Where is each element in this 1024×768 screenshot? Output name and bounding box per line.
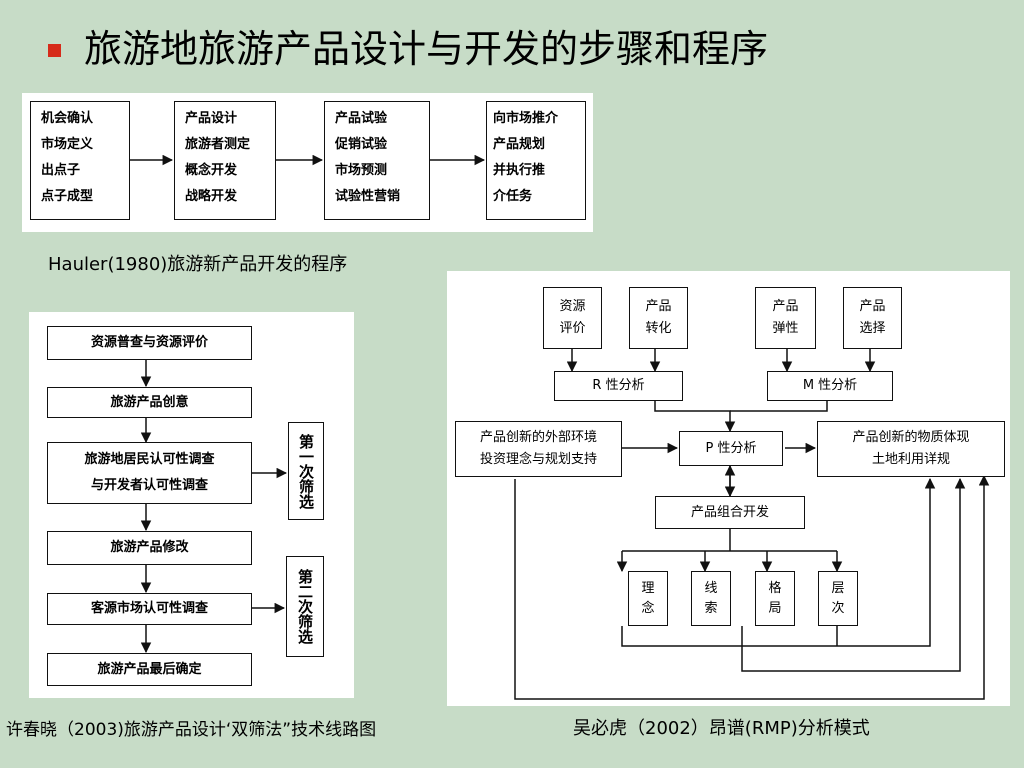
- rmp-top-select-line1: 产品: [859, 299, 886, 314]
- hauler-box-3: 产品试验促销试验市场预测试验性营销: [324, 101, 430, 220]
- rmp-bottom-pattern-1: 格: [768, 580, 782, 596]
- rmp-p-analysis: P 性分析: [679, 431, 783, 466]
- rmp-bottom-level-1: 层: [831, 580, 845, 596]
- rmp-diagram: 资源评价 产品转化 产品弹性 产品选择 R 性分析 M 性分析 产品创新的外部环…: [447, 271, 1010, 706]
- xu-step-market: 客源市场认可性调查: [47, 593, 252, 625]
- xu-arrows: [140, 360, 288, 654]
- rmp-bottom-clue: 线索: [691, 571, 731, 626]
- xu-screen-2-label: 第二次筛选: [296, 569, 314, 644]
- xu-screen-2: 第二次筛选: [286, 556, 324, 657]
- xu-survey-line2: 与开发者认可性调查: [90, 478, 208, 493]
- rmp-bottom-concept-2: 念: [641, 600, 655, 616]
- rmp-left-environment: 产品创新的外部环境投资理念与规划支持: [455, 421, 622, 477]
- rmp-m-analysis: M 性分析: [767, 371, 893, 401]
- xu-survey-line1: 旅游地居民认可性调查: [84, 452, 215, 467]
- rmp-bottom-concept: 理念: [628, 571, 668, 626]
- rmp-bottom-pattern: 格局: [755, 571, 795, 626]
- title-bullet: [48, 44, 61, 57]
- rmp-right-line1: 产品创新的物质体现: [852, 430, 970, 445]
- rmp-top-elastic: 产品弹性: [755, 287, 816, 349]
- rmp-bottom-pattern-2: 局: [768, 600, 782, 616]
- rmp-r-analysis: R 性分析: [554, 371, 683, 401]
- rmp-bottom-clue-1: 线: [704, 580, 718, 596]
- rmp-caption: 吴必虎（2002）昂谱(RMP)分析模式: [573, 718, 870, 739]
- xu-step-survey: 旅游地居民认可性调查 与开发者认可性调查: [47, 442, 252, 504]
- rmp-arrows: [514, 349, 990, 700]
- hauler-box-1: 机会确认市场定义出点子点子成型: [30, 101, 130, 220]
- xu-screen-1: 第一次筛选: [288, 422, 324, 520]
- rmp-top-elastic-line2: 弹性: [772, 321, 799, 336]
- xu-step-resource: 资源普查与资源评价: [47, 326, 252, 360]
- hauler-caption: Hauler(1980)旅游新产品开发的程序: [48, 254, 348, 275]
- rmp-bottom-clue-2: 索: [704, 600, 718, 616]
- rmp-top-select-line2: 选择: [859, 321, 886, 336]
- xu-step-idea: 旅游产品创意: [47, 387, 252, 418]
- hauler-diagram: 机会确认市场定义出点子点子成型 产品设计旅游者测定概念开发战略开发 产品试验促销…: [22, 93, 593, 232]
- hauler-box-2: 产品设计旅游者测定概念开发战略开发: [174, 101, 276, 220]
- rmp-top-select: 产品选择: [843, 287, 902, 349]
- xu-screen-1-label: 第一次筛选: [297, 433, 315, 509]
- xu-step-final: 旅游产品最后确定: [47, 653, 252, 686]
- rmp-top-convert: 产品转化: [629, 287, 688, 349]
- rmp-bottom-level: 层次: [818, 571, 858, 626]
- rmp-right-material: 产品创新的物质体现土地利用详规: [817, 421, 1005, 477]
- rmp-right-line2: 土地利用详规: [871, 452, 950, 467]
- rmp-top-convert-line1: 产品: [645, 299, 672, 314]
- hauler-arrows: [130, 154, 486, 166]
- rmp-bottom-level-2: 次: [831, 600, 845, 616]
- rmp-top-resource-line2: 评价: [559, 321, 586, 336]
- rmp-left-line1: 产品创新的外部环境: [479, 430, 597, 445]
- rmp-left-line2: 投资理念与规划支持: [479, 452, 597, 467]
- rmp-top-resource: 资源评价: [543, 287, 602, 349]
- hauler-box-4: 向市场推介产品规划并执行推介任务: [486, 101, 586, 220]
- rmp-top-resource-line1: 资源: [559, 299, 586, 314]
- slide-title: 旅游地旅游产品设计与开发的步骤和程序: [84, 27, 769, 71]
- rmp-combo-dev: 产品组合开发: [655, 496, 805, 529]
- rmp-top-elastic-line1: 产品: [772, 299, 799, 314]
- xu-diagram: 资源普查与资源评价 旅游产品创意 旅游地居民认可性调查 与开发者认可性调查 旅游…: [29, 312, 354, 698]
- xu-caption: 许春晓（2003)旅游产品设计‘双筛法”技术线路图: [6, 720, 377, 740]
- rmp-top-convert-line2: 转化: [645, 321, 672, 336]
- rmp-bottom-concept-1: 理: [641, 580, 655, 596]
- xu-step-modify: 旅游产品修改: [47, 531, 252, 565]
